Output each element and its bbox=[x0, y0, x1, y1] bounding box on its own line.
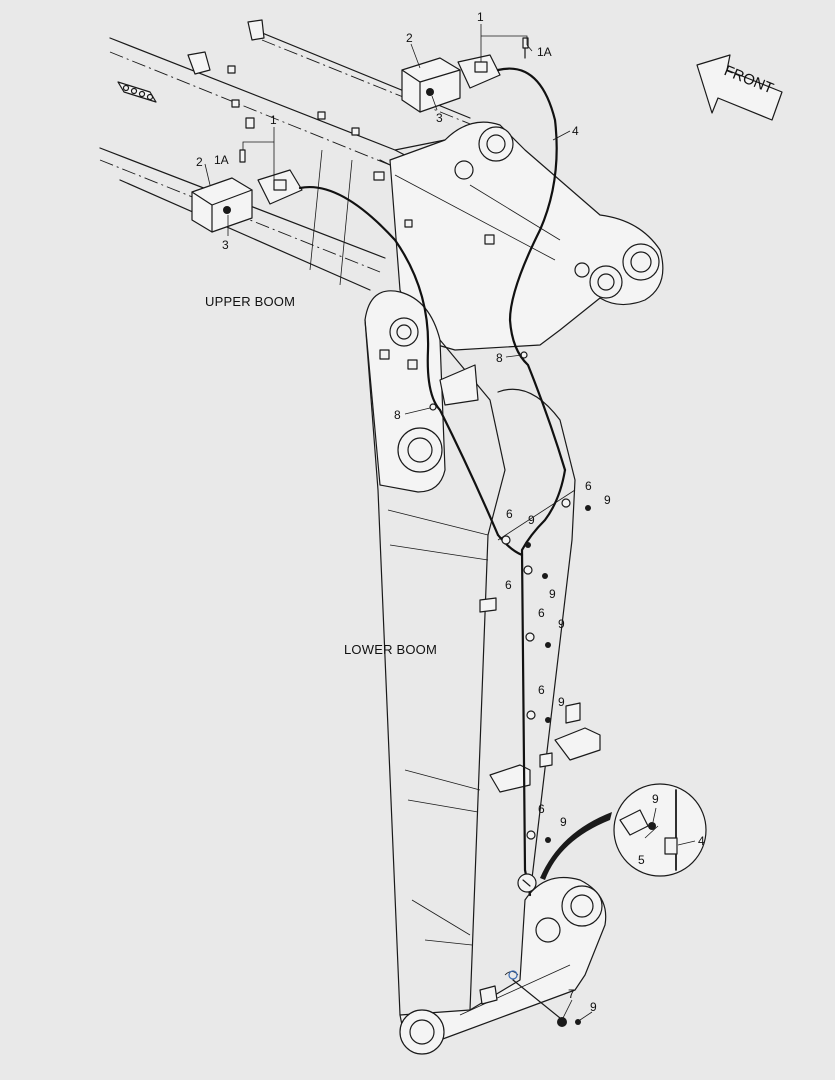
detail-inset bbox=[540, 783, 707, 880]
leader-lines bbox=[204, 24, 696, 1021]
callout-9-f: 9 bbox=[560, 815, 567, 829]
callout-9-b: 9 bbox=[528, 513, 535, 527]
callout-numbers: 1 1A 2 3 4 1 1A 2 3 8 8 6 9 6 9 6 9 6 9 … bbox=[196, 10, 705, 1014]
upper-boom-label: UPPER BOOM bbox=[205, 294, 295, 309]
callout-1a-left: 1A bbox=[214, 153, 229, 167]
lower-boom bbox=[364, 290, 607, 1055]
callout-2-left: 2 bbox=[196, 155, 203, 169]
wiring-harness bbox=[298, 67, 591, 1027]
callout-3-right: 3 bbox=[436, 111, 443, 125]
callout-9-c: 9 bbox=[549, 587, 556, 601]
callout-8-upper: 8 bbox=[496, 351, 503, 365]
callout-9-bottom: 9 bbox=[590, 1000, 597, 1014]
callout-1a-right: 1A bbox=[537, 45, 552, 59]
callout-9-d: 9 bbox=[558, 617, 565, 631]
callout-9-e: 9 bbox=[558, 695, 565, 709]
callout-4-harness: 4 bbox=[572, 124, 579, 138]
callout-6-b: 6 bbox=[506, 507, 513, 521]
front-direction-arrow: FRONT bbox=[696, 54, 783, 121]
callout-6-c: 6 bbox=[505, 578, 512, 592]
callout-5-detail: 5 bbox=[638, 853, 645, 867]
callout-3-left: 3 bbox=[222, 238, 229, 252]
callout-6-d: 6 bbox=[538, 606, 545, 620]
callout-9-detail: 9 bbox=[652, 792, 659, 806]
callout-6-a: 6 bbox=[585, 479, 592, 493]
callout-1-right: 1 bbox=[477, 10, 484, 24]
callout-6-f: 6 bbox=[538, 802, 545, 816]
callout-8-lower: 8 bbox=[394, 408, 401, 422]
callout-2-right: 2 bbox=[406, 31, 413, 45]
work-light-left bbox=[191, 117, 303, 233]
work-light-right bbox=[401, 37, 529, 113]
callout-4-detail: 4 bbox=[698, 834, 705, 848]
lower-boom-label: LOWER BOOM bbox=[344, 642, 437, 657]
callout-7: 7 bbox=[568, 987, 575, 1001]
callout-1-left: 1 bbox=[270, 113, 277, 127]
upper-boom bbox=[99, 19, 664, 351]
callout-9-a: 9 bbox=[604, 493, 611, 507]
callout-6-e: 6 bbox=[538, 683, 545, 697]
